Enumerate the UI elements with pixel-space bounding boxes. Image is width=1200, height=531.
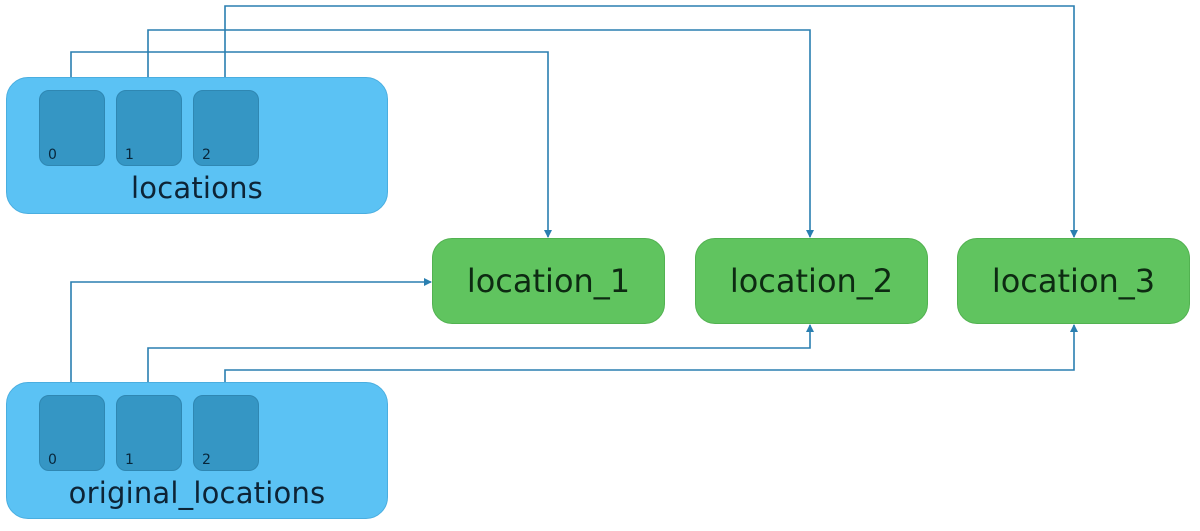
arrow-locations-0-to-location-1 xyxy=(70,51,552,238)
slot-index: 1 xyxy=(125,452,134,468)
arrow-locations-1-to-location-2 xyxy=(147,29,814,238)
arrow-original-1-to-location-2 xyxy=(147,324,814,394)
locations-slot-0: 0 xyxy=(39,90,105,166)
original-locations-slot-2: 2 xyxy=(193,395,259,471)
slot-index: 2 xyxy=(202,147,211,163)
locations-slot-2: 2 xyxy=(193,90,259,166)
locations-label: locations xyxy=(131,171,263,205)
slot-index: 0 xyxy=(48,147,57,163)
slot-index: 0 xyxy=(48,452,57,468)
locations-list-box: 0 1 2 locations xyxy=(6,77,388,214)
original-locations-list-box: 0 1 2 original_locations xyxy=(6,382,388,519)
object-box-location-2: location_2 xyxy=(695,238,928,324)
slot-index: 1 xyxy=(125,147,134,163)
object-label: location_1 xyxy=(466,262,631,300)
arrow-locations-2-to-location-3 xyxy=(224,5,1078,238)
object-label: location_2 xyxy=(729,262,894,300)
original-locations-label: original_locations xyxy=(68,476,326,510)
object-box-location-3: location_3 xyxy=(957,238,1190,324)
arrow-original-0-to-location-1 xyxy=(70,278,432,394)
locations-slot-1: 1 xyxy=(116,90,182,166)
slot-index: 2 xyxy=(202,452,211,468)
object-label: location_3 xyxy=(991,262,1156,300)
original-locations-slot-1: 1 xyxy=(116,395,182,471)
object-box-location-1: location_1 xyxy=(432,238,665,324)
original-locations-slot-0: 0 xyxy=(39,395,105,471)
